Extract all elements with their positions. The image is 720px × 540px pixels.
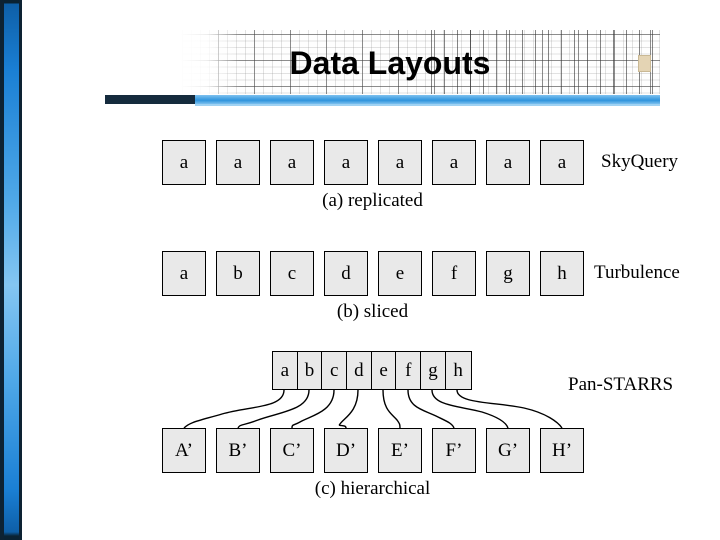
sliced-box-5: e [378,251,422,296]
hierarchical-top-cell-1: a [273,352,298,389]
hierarchical-box-8: H’ [540,428,584,473]
title-underline-blue [195,95,660,104]
header-grid-fine-texture [430,30,660,94]
header-color-swatch [638,55,651,72]
hierarchical-box-4: D’ [324,428,368,473]
hierarchical-top-cell-4: d [347,352,372,389]
sliced-box-8: h [540,251,584,296]
hierarchical-top-cell-6: f [396,352,422,389]
header-grid-fade [180,30,240,94]
caption-hierarchical: (c) hierarchical [314,478,431,499]
hierarchical-box-7: G’ [486,428,530,473]
replicated-box-4: a [324,140,368,185]
hierarchical-top-cell-7: g [421,352,446,389]
replicated-box-2: a [216,140,260,185]
replicated-box-7: a [486,140,530,185]
hierarchical-box-6: F’ [432,428,476,473]
hierarchical-top-cell-5: e [372,352,397,389]
hierarchical-top-strip: a b c d e f g h [272,351,472,390]
hierarchical-box-3: C’ [270,428,314,473]
hierarchical-box-1: A’ [162,428,206,473]
title-underline-blue-edge [195,104,660,106]
hierarchical-box-2: B’ [216,428,260,473]
sliced-box-1: a [162,251,206,296]
replicated-box-1: a [162,140,206,185]
caption-sliced: (b) sliced [336,301,409,322]
replicated-box-5: a [378,140,422,185]
hierarchical-top-cell-2: b [298,352,323,389]
page-title: Data Layouts [289,45,491,81]
replicated-box-6: a [432,140,476,185]
hierarchical-box-5: E’ [378,428,422,473]
side-label-skyquery: SkyQuery [601,151,679,172]
replicated-box-8: a [540,140,584,185]
hierarchical-top-cell-3: c [322,352,348,389]
hierarchical-top-cell-8: h [453,359,463,381]
sliced-box-2: b [216,251,260,296]
caption-replicated: (a) replicated [322,190,423,211]
left-accent-stripe [0,0,22,540]
replicated-box-3: a [270,140,314,185]
sliced-box-7: g [486,251,530,296]
sliced-box-3: c [270,251,314,296]
side-label-panstarrs: Pan-STARRS [568,374,674,395]
sliced-box-6: f [432,251,476,296]
side-label-turbulence: Turbulence [594,262,680,283]
sliced-box-4: d [324,251,368,296]
title-underline-dark [105,95,195,104]
